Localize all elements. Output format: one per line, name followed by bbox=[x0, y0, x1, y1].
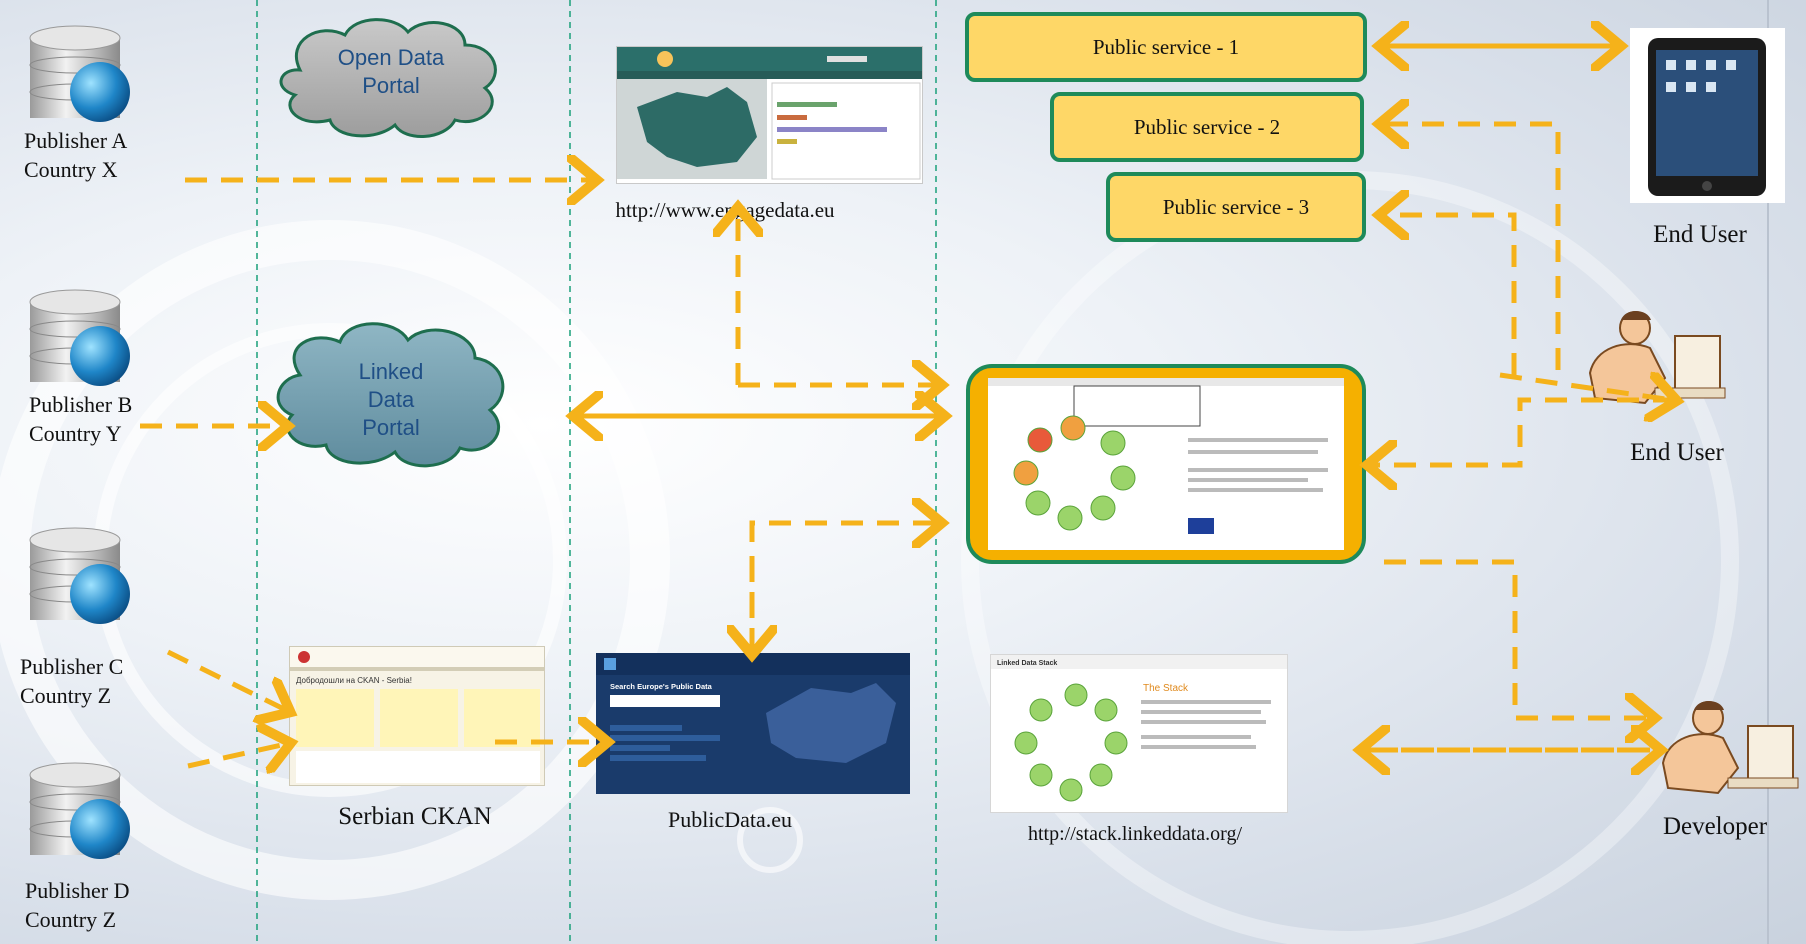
public-service-1[interactable]: Public service - 1 bbox=[965, 12, 1367, 82]
stack-url: http://stack.linkeddata.org/ bbox=[1027, 823, 1243, 845]
stack-art: Linked Data Stack The Stack bbox=[991, 655, 1287, 802]
database-icon-d bbox=[29, 762, 130, 859]
linked-data-line-1: Linked bbox=[358, 359, 424, 384]
stack-title: Linked Data Stack bbox=[997, 660, 1057, 667]
publisher-c-country: Country Z bbox=[20, 683, 112, 708]
database-icon-c bbox=[29, 527, 130, 624]
publisher-c-label: Publisher C Country Z bbox=[20, 652, 123, 710]
end-user-label: End User bbox=[1630, 439, 1724, 466]
engagedata-screenshot bbox=[616, 46, 923, 184]
linked-data-portal-label: Linked Data Portal bbox=[300, 358, 482, 442]
publisher-b-label: Publisher B Country Y bbox=[29, 390, 132, 448]
database-icon-a bbox=[29, 25, 130, 122]
publisher-a-name: Publisher A bbox=[24, 128, 128, 153]
arrow-publisher-c bbox=[166, 649, 286, 710]
arrow-lod2-to-developer bbox=[1384, 559, 1650, 718]
publicdata-screenshot: Search Europe's Public Data bbox=[596, 653, 910, 794]
arrow-enduser-short bbox=[1499, 375, 1672, 400]
linked-data-line-2: Data bbox=[367, 387, 415, 412]
publisher-c-name: Publisher C bbox=[20, 654, 124, 679]
publicdata-label: PublicData.eu bbox=[667, 807, 793, 832]
publisher-b-name: Publisher B bbox=[29, 392, 133, 417]
lod2-stack-screenshot bbox=[966, 364, 1366, 564]
arrow-publisher-d bbox=[187, 744, 286, 766]
linked-data-cloud-shape bbox=[276, 322, 505, 468]
arrow-enduser-to-lod2 bbox=[1372, 397, 1675, 465]
publicdata-heading: Search Europe's Public Data bbox=[610, 682, 713, 691]
serbian-ckan-screenshot: Добродошли на CKAN - Serbia! bbox=[289, 646, 545, 786]
developer-label: Developer bbox=[1662, 813, 1768, 840]
linked-data-stack-screenshot: Linked Data Stack The Stack bbox=[990, 654, 1288, 813]
arrow-service2 bbox=[1384, 124, 1561, 370]
publisher-b-country: Country Y bbox=[29, 421, 122, 446]
end-user-tablet-label: End User bbox=[1653, 221, 1747, 248]
developer-person-icon bbox=[1661, 701, 1799, 795]
public-service-3[interactable]: Public service - 3 bbox=[1106, 172, 1366, 242]
publisher-d-label: Publisher D Country Z bbox=[25, 876, 130, 934]
serbian-ckan-art: Добродошли на CKAN - Serbia! bbox=[290, 647, 544, 783]
lod2-art bbox=[988, 378, 1344, 550]
engagedata-screenshot-art bbox=[617, 47, 922, 180]
serbian-ckan-heading: Добродошли на CKAN - Serbia! bbox=[296, 676, 412, 685]
publicdata-art: Search Europe's Public Data bbox=[596, 653, 910, 763]
linked-data-line-3: Portal bbox=[362, 415, 420, 440]
publisher-a-country: Country X bbox=[24, 157, 118, 182]
database-icon-b bbox=[29, 289, 130, 386]
open-data-portal-label: Open Data Portal bbox=[300, 44, 482, 100]
serbian-ckan-label: Serbian CKAN bbox=[338, 803, 492, 830]
arrow-publicdata-to-lod2 bbox=[749, 523, 937, 650]
stack-heading: The Stack bbox=[1143, 683, 1189, 694]
publisher-d-country: Country Z bbox=[25, 907, 117, 932]
publisher-d-name: Publisher D bbox=[25, 878, 130, 903]
arrow-service3 bbox=[1384, 215, 1517, 375]
open-data-line-2: Portal bbox=[362, 73, 420, 98]
public-service-2[interactable]: Public service - 2 bbox=[1050, 92, 1364, 162]
publisher-a-label: Publisher A Country X bbox=[24, 126, 127, 184]
tablet-icon bbox=[1630, 28, 1785, 203]
open-data-cloud-shape bbox=[279, 18, 497, 138]
open-data-line-1: Open Data bbox=[337, 45, 445, 70]
